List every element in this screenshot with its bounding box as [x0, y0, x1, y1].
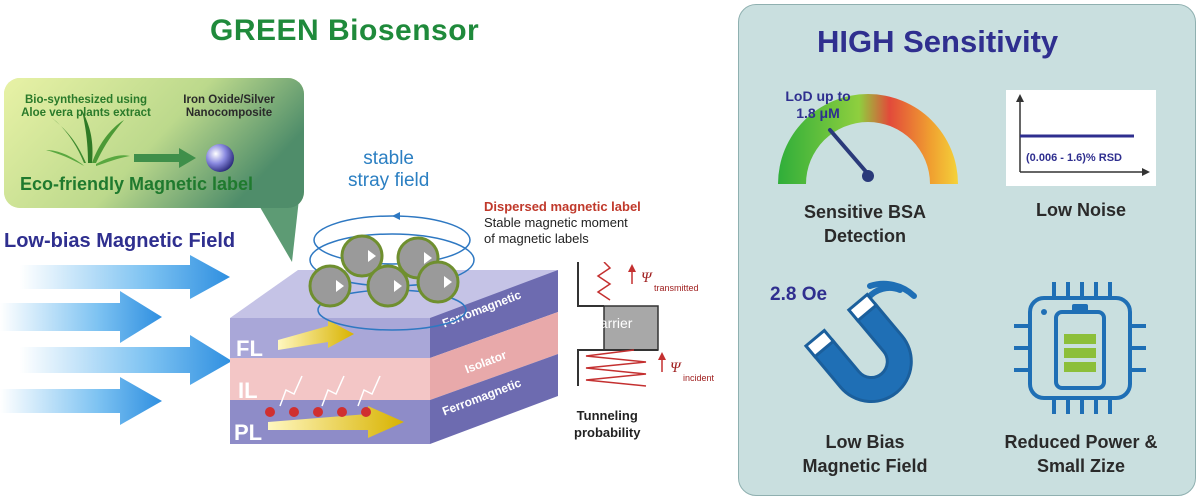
stray-line2: stray field: [348, 170, 430, 191]
pl-label: PL: [234, 420, 263, 445]
bsa-detection-label: Sensitive BSA Detection: [770, 200, 960, 248]
il-side: [430, 312, 558, 400]
noise-chart: [1016, 94, 1150, 176]
psi-transmitted: Ψ: [641, 270, 652, 286]
field-arrows: [0, 255, 232, 425]
bubble-gradient: [4, 78, 304, 208]
mtj-stack: [230, 270, 558, 444]
rsd-text: (0.006 - 1.6)% RSD: [1026, 152, 1122, 164]
low-noise-label: Low Noise: [1035, 200, 1126, 220]
bubble-tail: [250, 190, 300, 262]
green-biosensor-title: GREEN Biosensor: [210, 14, 480, 47]
stray-field: [308, 212, 475, 331]
psi-incident: Ψ: [670, 360, 681, 376]
noise-chart-box: [1006, 90, 1156, 186]
incident-sub: incident: [683, 373, 715, 383]
field-arrow-1: [20, 255, 230, 299]
reduced-power-label: Reduced Power & Small Zize: [976, 430, 1186, 478]
gauge-icon: [778, 94, 958, 184]
tunneling-line1: Tunneling: [576, 408, 638, 423]
barrier-label: barrier: [592, 315, 633, 331]
low-bias-line2: Magnetic Field: [802, 456, 928, 476]
field-arrow-4: [0, 377, 162, 425]
il-label: IL: [238, 378, 258, 403]
tunneling-line2: probability: [574, 425, 641, 440]
nano-line2: Nanocomposite: [185, 107, 273, 119]
low-bias-field-label: Low-bias Magnetic Field: [4, 230, 236, 252]
lod-text: LoD up to 1.8 μM: [762, 88, 874, 122]
reduced-power-line1: Reduced Power &: [1004, 432, 1158, 452]
lod-line2: 1.8 μM: [796, 105, 840, 121]
high-sensitivity-title: HIGH Sensitivity: [817, 24, 1059, 59]
magnetic-labels: [308, 234, 460, 308]
fl-side: [430, 270, 558, 358]
eco-friendly-label: Eco-friendly Magnetic label: [20, 174, 254, 194]
transmitted-sub: transmitted: [654, 283, 699, 293]
field-arrow-3: [20, 335, 232, 385]
bsa-line2: Detection: [823, 226, 906, 246]
fl-label: FL: [236, 336, 263, 361]
nano-line1: Iron Oxide/Silver: [183, 94, 275, 106]
pl-side: [430, 354, 558, 444]
tunneling-diagram: [577, 262, 666, 387]
battery-chip-icon: [1014, 282, 1146, 414]
oe-value: 2.8 Oe: [770, 284, 828, 305]
field-arrow-2: [0, 291, 162, 343]
magnet-icon: [803, 280, 917, 403]
aloe-plant-icon: [46, 110, 130, 166]
bsa-line1: Sensitive BSA: [803, 202, 927, 222]
dispersed-line1: Stable magnetic moment: [484, 215, 628, 230]
nanoparticle-icon: [206, 144, 234, 172]
fl-arrow: [278, 320, 354, 350]
lod-line1: LoD up to: [785, 88, 851, 104]
biosynth-text: Bio-synthesized using Aloe vera plants e…: [16, 94, 156, 120]
stable-stray-field-label: stable stray field: [348, 148, 429, 192]
synthesis-arrow: [134, 148, 196, 168]
low-bias-line1: Low Bias: [825, 432, 905, 452]
biosynth-line2: Aloe vera plants extract: [21, 107, 151, 119]
high-sensitivity-panel: [738, 4, 1196, 496]
dispersed-line2: of magnetic labels: [484, 231, 589, 246]
il-layer: [230, 358, 430, 400]
reduced-power-line2: Small Zize: [1036, 456, 1126, 476]
stray-line1: stable: [363, 148, 414, 169]
dispersed-desc: Stable magnetic moment of magnetic label…: [484, 215, 628, 247]
low-bias-label: Low Bias Magnetic Field: [770, 430, 960, 478]
tunneling-caption: Tunneling probability: [574, 407, 640, 441]
nanocomposite-text: Iron Oxide/Silver Nanocomposite: [164, 94, 294, 120]
dispersed-title: Dispersed magnetic label: [484, 199, 641, 214]
biosynth-line1: Bio-synthesized using: [24, 94, 148, 106]
